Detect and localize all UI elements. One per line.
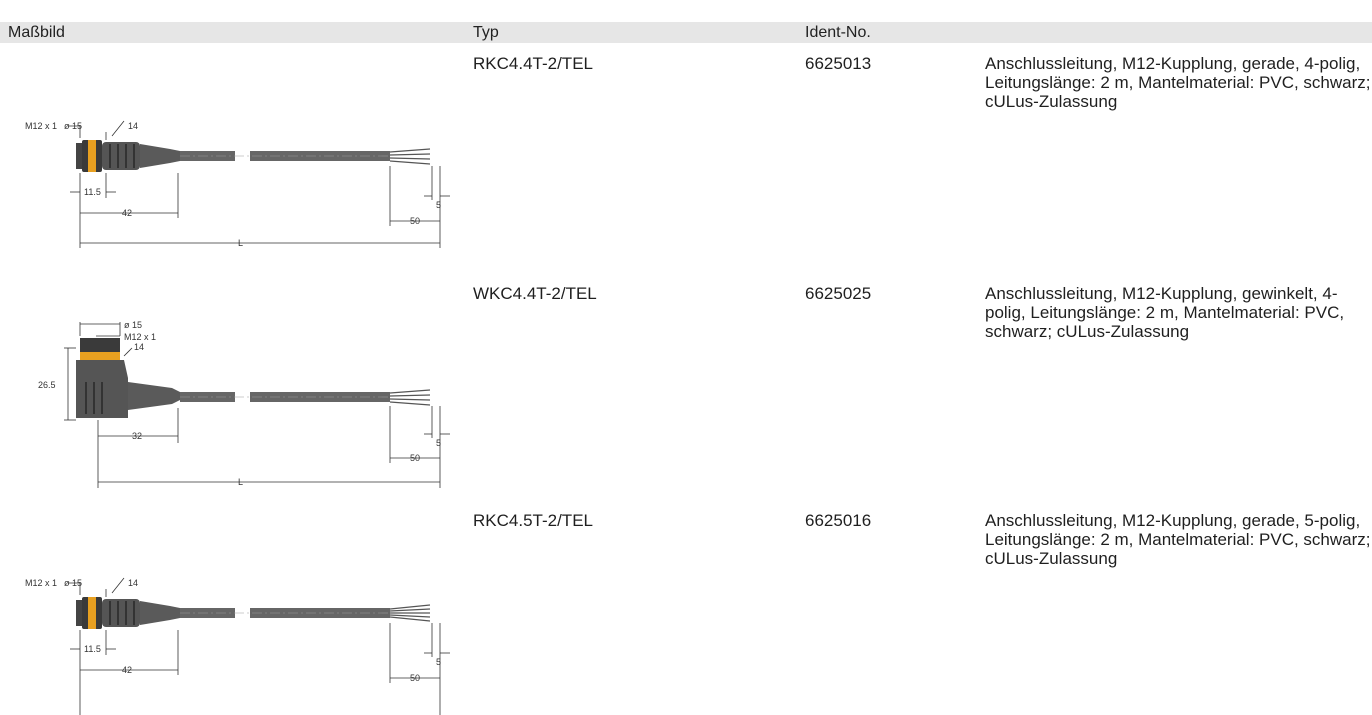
dim-tail: 50 xyxy=(410,453,420,463)
product-type: RKC4.5T-2/TEL xyxy=(473,511,593,530)
header-drawing: Maßbild xyxy=(8,24,65,41)
dim-strip: 5 xyxy=(436,438,441,448)
product-description: Anschlussleitung, M12-Kupplung, gerade, … xyxy=(985,511,1371,568)
cable xyxy=(180,389,431,406)
dim-thread: M12 x 1 xyxy=(25,121,57,131)
dim-d2: 32 xyxy=(132,431,142,441)
dimension-lines xyxy=(68,120,450,248)
dim-wrench: 14 xyxy=(128,578,138,588)
product-ident: 6625016 xyxy=(805,511,872,530)
product-type: RKC4.4T-2/TEL xyxy=(473,54,593,73)
dim-height: 26.5 xyxy=(38,380,56,390)
dimension-lines xyxy=(64,322,450,488)
dim-diameter: ø 15 xyxy=(64,121,82,131)
connector-body xyxy=(76,140,180,172)
dim-strip: 5 xyxy=(436,657,441,667)
dimension-drawing-angled: ø 15 M12 x 1 14 26.5 32 50 5 L xyxy=(38,320,450,488)
cable xyxy=(180,148,431,165)
connector-body xyxy=(76,338,180,418)
product-ident: 6625025 xyxy=(805,284,872,303)
dimension-lines xyxy=(68,577,450,715)
dim-thread: M12 x 1 xyxy=(25,578,57,588)
connector-body xyxy=(76,597,180,629)
dimension-drawing-straight: M12 x 1 ø 15 14 11.5 42 50 5 L xyxy=(25,120,450,248)
product-type: WKC4.4T-2/TEL xyxy=(473,284,597,303)
header-ident: Ident-No. xyxy=(805,24,871,41)
dim-strip: 5 xyxy=(436,200,441,210)
dim-d1: 11.5 xyxy=(84,187,101,197)
table-header: Maßbild Typ Ident-No. xyxy=(0,22,1372,43)
dim-d2: 42 xyxy=(122,665,132,675)
dim-d2: 42 xyxy=(122,208,132,218)
dimension-drawing-straight-5pin: M12 x 1 ø 15 14 11.5 42 50 5 xyxy=(25,577,450,715)
dim-length: L xyxy=(238,477,243,487)
dim-wrench: 14 xyxy=(128,121,138,131)
dim-wrench: 14 xyxy=(134,342,144,352)
cable xyxy=(180,604,431,622)
dim-length: L xyxy=(238,238,243,248)
dim-diameter: ø 15 xyxy=(124,320,142,330)
product-description: Anschlussleitung, M12-Kupplung, gewinkel… xyxy=(985,284,1345,341)
dim-diameter: ø 15 xyxy=(64,578,82,588)
product-ident: 6625013 xyxy=(805,54,872,73)
dim-thread: M12 x 1 xyxy=(124,332,156,342)
product-description: Anschlussleitung, M12-Kupplung, gerade, … xyxy=(985,54,1371,111)
header-type: Typ xyxy=(473,24,499,41)
dim-tail: 50 xyxy=(410,673,420,683)
dim-tail: 50 xyxy=(410,216,420,226)
dim-d1: 11.5 xyxy=(84,644,101,654)
